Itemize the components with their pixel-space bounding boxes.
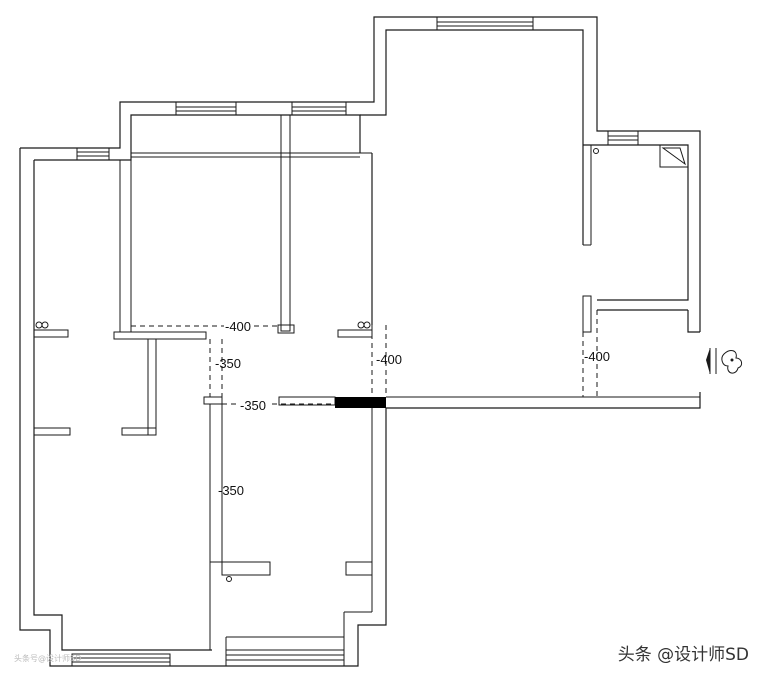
socket-icon	[357, 321, 371, 329]
dimension-label-bath-vertical: -350	[218, 483, 244, 498]
window-bottom-left	[71, 653, 171, 667]
dimension-label-corridor-horizontal: -350	[240, 398, 266, 413]
dimension-label-beam-top: -400	[225, 319, 251, 334]
socket-icon	[226, 576, 232, 582]
corner-fixture-icon	[659, 144, 689, 168]
watermark-small: 头条号@设计师SD	[14, 654, 82, 663]
dimension-label-corridor-vertical: -350	[215, 356, 241, 371]
dimension-label-right-middle: -400	[376, 352, 402, 367]
window-top-left-1	[175, 101, 237, 116]
watermark: 头条 @设计师SD	[617, 645, 749, 665]
window-top-left-2	[291, 101, 347, 116]
beam-block	[335, 397, 386, 408]
window-bottom-bath	[225, 649, 345, 667]
beam-dashes	[131, 310, 598, 560]
socket-icon	[593, 148, 599, 154]
outer-wall	[19, 16, 701, 667]
interior-walls	[33, 114, 700, 650]
inner-wall	[33, 29, 700, 651]
north-arrow-icon	[706, 348, 743, 374]
dimension-label-kitchen: -400	[584, 349, 610, 364]
window-left-room	[76, 147, 110, 161]
socket-icon	[35, 321, 49, 329]
window-top-right	[436, 16, 534, 31]
window-kitchen	[607, 130, 639, 146]
